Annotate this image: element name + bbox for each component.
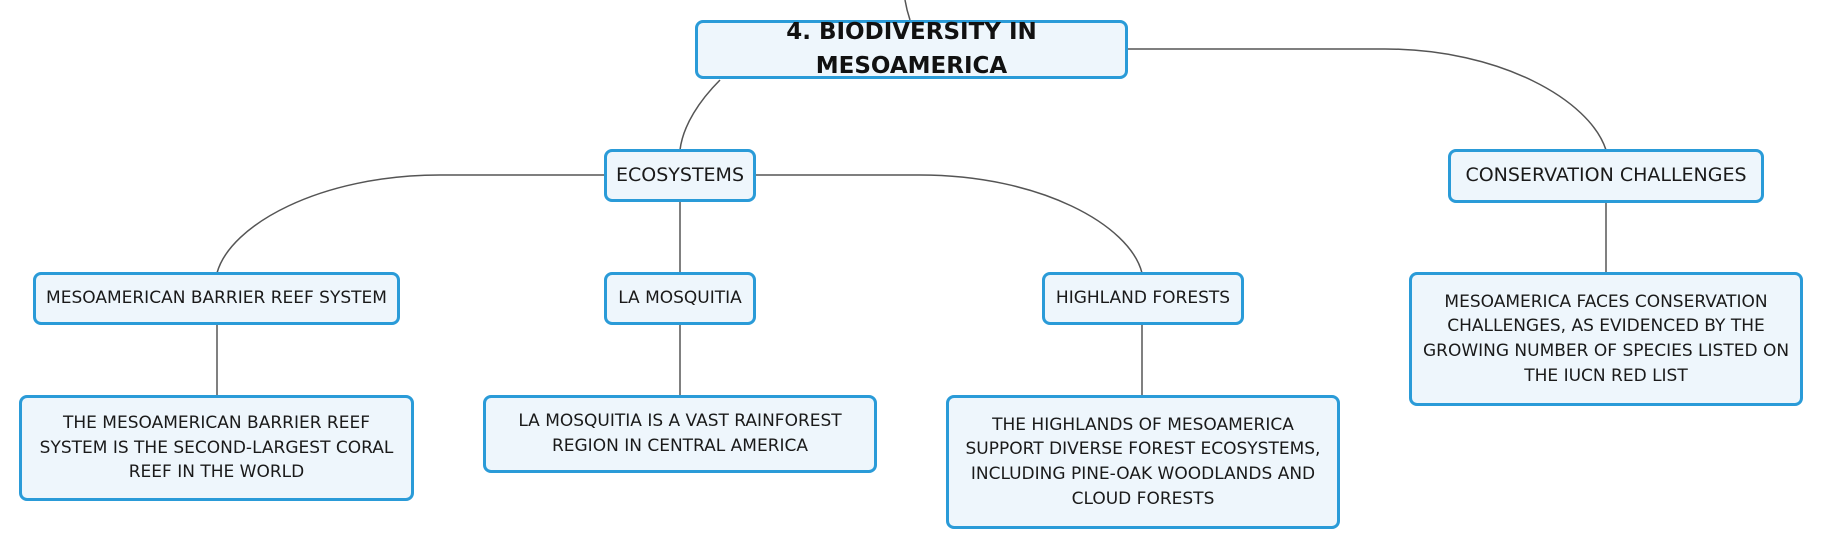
root-node[interactable]: 4. BIODIVERSITY IN MESOAMERICA xyxy=(695,19,1128,79)
subtopic-barrier-reef-label: MESOAMERICAN BARRIER REEF SYSTEM xyxy=(46,288,387,309)
detail-highland-forests-text: THE HIGHLANDS OF MESOAMERICA SUPPORT DIV… xyxy=(965,414,1321,509)
detail-node-conservation-challenges[interactable]: MESOAMERICA FACES CONSERVATION CHALLENGE… xyxy=(1409,272,1803,406)
subtopic-node-highland-forests[interactable]: HIGHLAND FORESTS xyxy=(1042,272,1244,325)
subtopic-la-mosquitia-label: LA MOSQUITIA xyxy=(618,288,742,309)
detail-node-la-mosquitia[interactable]: LA MOSQUITIA IS A VAST RAINFOREST REGION… xyxy=(483,395,877,473)
topic-node-conservation-challenges[interactable]: CONSERVATION CHALLENGES xyxy=(1448,149,1764,203)
topic-node-conservation-label: CONSERVATION CHALLENGES xyxy=(1465,164,1747,187)
subtopic-highland-forests-label: HIGHLAND FORESTS xyxy=(1055,288,1231,309)
detail-barrier-reef-text: THE MESOAMERICAN BARRIER REEF SYSTEM IS … xyxy=(39,413,394,483)
connector-root-ecosystems xyxy=(679,79,721,151)
detail-node-highland-forests[interactable]: THE HIGHLANDS OF MESOAMERICA SUPPORT DIV… xyxy=(946,395,1340,529)
topic-node-ecosystems[interactable]: ECOSYSTEMS xyxy=(604,149,756,202)
root-node-label: 4. BIODIVERSITY IN MESOAMERICA xyxy=(786,19,1037,79)
connector-ecosystems-highland xyxy=(756,174,1143,274)
connector-root-parent xyxy=(904,0,911,21)
subtopic-node-la-mosquitia[interactable]: LA MOSQUITIA xyxy=(604,272,756,325)
subtopic-node-barrier-reef[interactable]: MESOAMERICAN BARRIER REEF SYSTEM xyxy=(33,272,400,325)
topic-node-ecosystems-label: ECOSYSTEMS xyxy=(615,163,745,186)
detail-node-barrier-reef[interactable]: THE MESOAMERICAN BARRIER REEF SYSTEM IS … xyxy=(19,395,414,501)
detail-conservation-text: MESOAMERICA FACES CONSERVATION CHALLENGE… xyxy=(1422,291,1790,386)
connector-ecosystems-reef xyxy=(216,174,604,274)
detail-la-mosquitia-text: LA MOSQUITIA IS A VAST RAINFOREST REGION… xyxy=(518,411,842,456)
connector-root-conservation xyxy=(1128,48,1607,151)
